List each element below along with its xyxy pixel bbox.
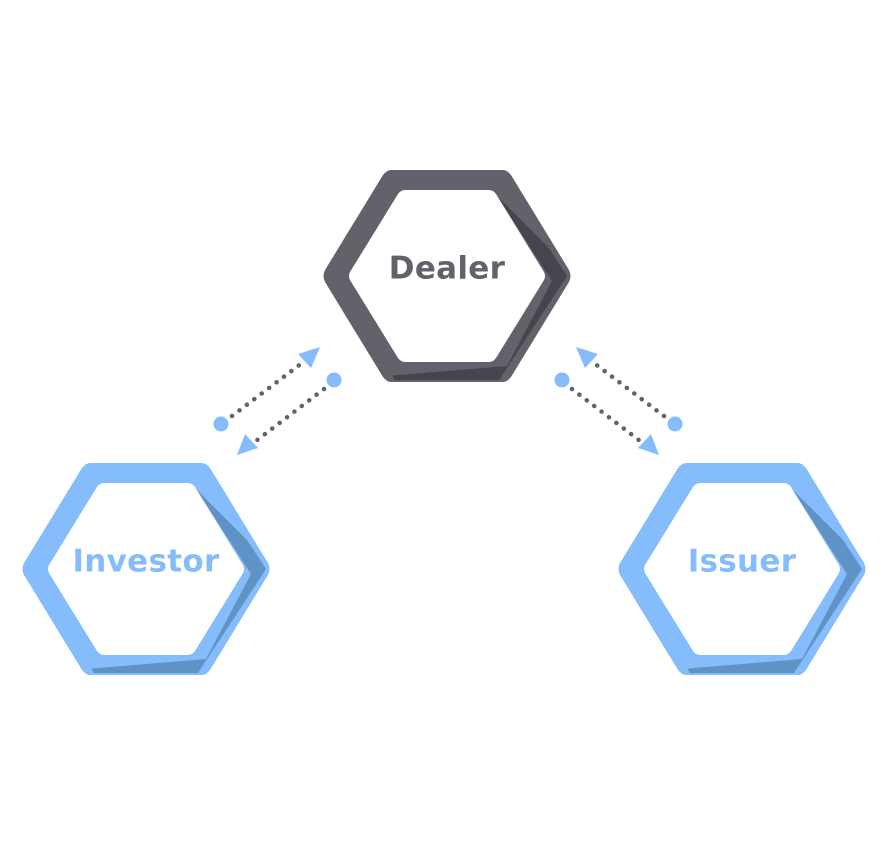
dealer-label: Dealer [389,251,506,287]
connector-dealer-to-issuer [554,372,659,455]
connector-start-dot [326,372,342,388]
arrow-head-icon [576,347,598,368]
arrow-head-icon [638,434,659,455]
connector-investor-to-dealer [213,347,320,432]
investor-node: Investor [22,463,270,675]
investor-label: Investor [72,544,220,580]
dealer-hexagon-icon [323,170,571,382]
connector-issuer-to-dealer [576,347,683,432]
investor-hexagon-icon [22,463,270,675]
arrow-head-icon [298,347,320,368]
connector-dealer-to-investor [237,372,342,455]
issuer-label: Issuer [688,544,797,580]
connector-start-dot [213,416,229,432]
arrow-head-icon [237,434,258,455]
issuer-hexagon-icon [618,463,866,675]
dealer-node: Dealer [323,170,571,382]
connector-start-dot [667,416,683,432]
issuer-node: Issuer [618,463,866,675]
connector-start-dot [554,372,570,388]
